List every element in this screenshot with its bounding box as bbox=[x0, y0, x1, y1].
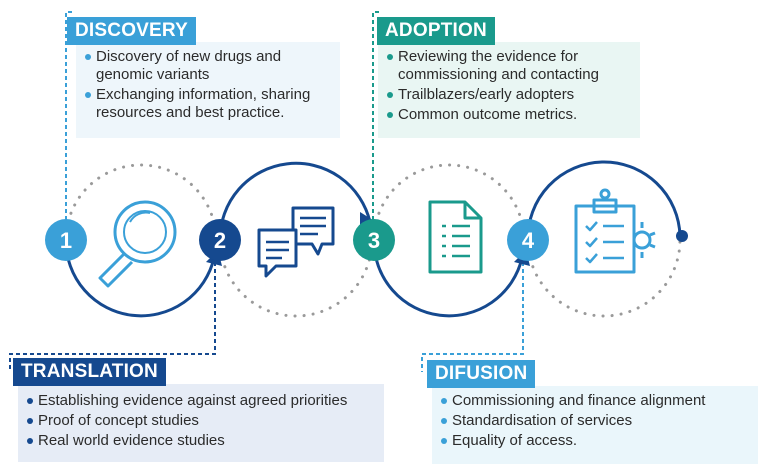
dotted-arc-3 bbox=[372, 163, 526, 242]
document-icon bbox=[428, 200, 483, 274]
node-number-1: 1 bbox=[60, 228, 72, 253]
magnifying-glass-icon bbox=[98, 200, 177, 288]
dotted-arc-1 bbox=[64, 163, 218, 242]
chat-bubbles-icon bbox=[257, 206, 335, 278]
arc-3 bbox=[372, 239, 524, 318]
difusion-item-1: Commissioning and finance alignment bbox=[440, 392, 750, 410]
adoption-title: ADOPTION bbox=[377, 17, 495, 45]
leader-difusion bbox=[421, 262, 524, 372]
discovery-item-1: Discovery of new drugs and genomic varia… bbox=[84, 48, 332, 84]
arc-2 bbox=[218, 161, 372, 241]
adoption-item-1: Reviewing the evidence for commissioning… bbox=[386, 48, 632, 84]
adoption-item-2: Trailblazers/early adopters bbox=[386, 86, 632, 104]
node-3: 3 bbox=[353, 219, 395, 261]
translation-title: TRANSLATION bbox=[13, 358, 166, 386]
difusion-panel: Commissioning and finance alignment Stan… bbox=[432, 386, 758, 464]
arc-1 bbox=[64, 239, 216, 318]
translation-item-2: Proof of concept studies bbox=[26, 412, 376, 430]
adoption-panel: Reviewing the evidence for commissioning… bbox=[378, 42, 640, 138]
leader-adoption bbox=[372, 11, 380, 220]
node-number-4: 4 bbox=[522, 228, 535, 253]
node-number-3: 3 bbox=[368, 228, 380, 253]
leader-translation bbox=[9, 262, 216, 372]
node-4: 4 bbox=[507, 219, 549, 261]
clipboard-gear-icon bbox=[574, 188, 656, 274]
discovery-item-2: Exchanging information, sharing resource… bbox=[84, 86, 332, 122]
translation-item-1: Establishing evidence against agreed pri… bbox=[26, 392, 376, 410]
discovery-title: DISCOVERY bbox=[67, 17, 197, 45]
difusion-item-3: Equality of access. bbox=[440, 432, 750, 450]
leader-discovery bbox=[65, 11, 74, 220]
node-1: 1 bbox=[45, 219, 87, 261]
node-2: 2 bbox=[199, 219, 241, 261]
translation-panel: Establishing evidence against agreed pri… bbox=[18, 384, 384, 462]
dotted-arc-4 bbox=[526, 238, 682, 318]
dotted-arcs bbox=[64, 163, 682, 318]
arc-4 bbox=[526, 160, 682, 241]
leader-lines bbox=[9, 11, 524, 372]
discovery-panel: Discovery of new drugs and genomic varia… bbox=[76, 42, 340, 138]
adoption-item-3: Common outcome metrics. bbox=[386, 106, 632, 124]
dotted-arc-2 bbox=[218, 238, 374, 318]
end-dot bbox=[676, 230, 688, 242]
translation-item-3: Real world evidence studies bbox=[26, 432, 376, 450]
node-number-2: 2 bbox=[214, 228, 226, 253]
difusion-title: DIFUSION bbox=[427, 360, 536, 388]
solid-arcs bbox=[64, 160, 682, 318]
difusion-item-2: Standardisation of services bbox=[440, 412, 750, 430]
